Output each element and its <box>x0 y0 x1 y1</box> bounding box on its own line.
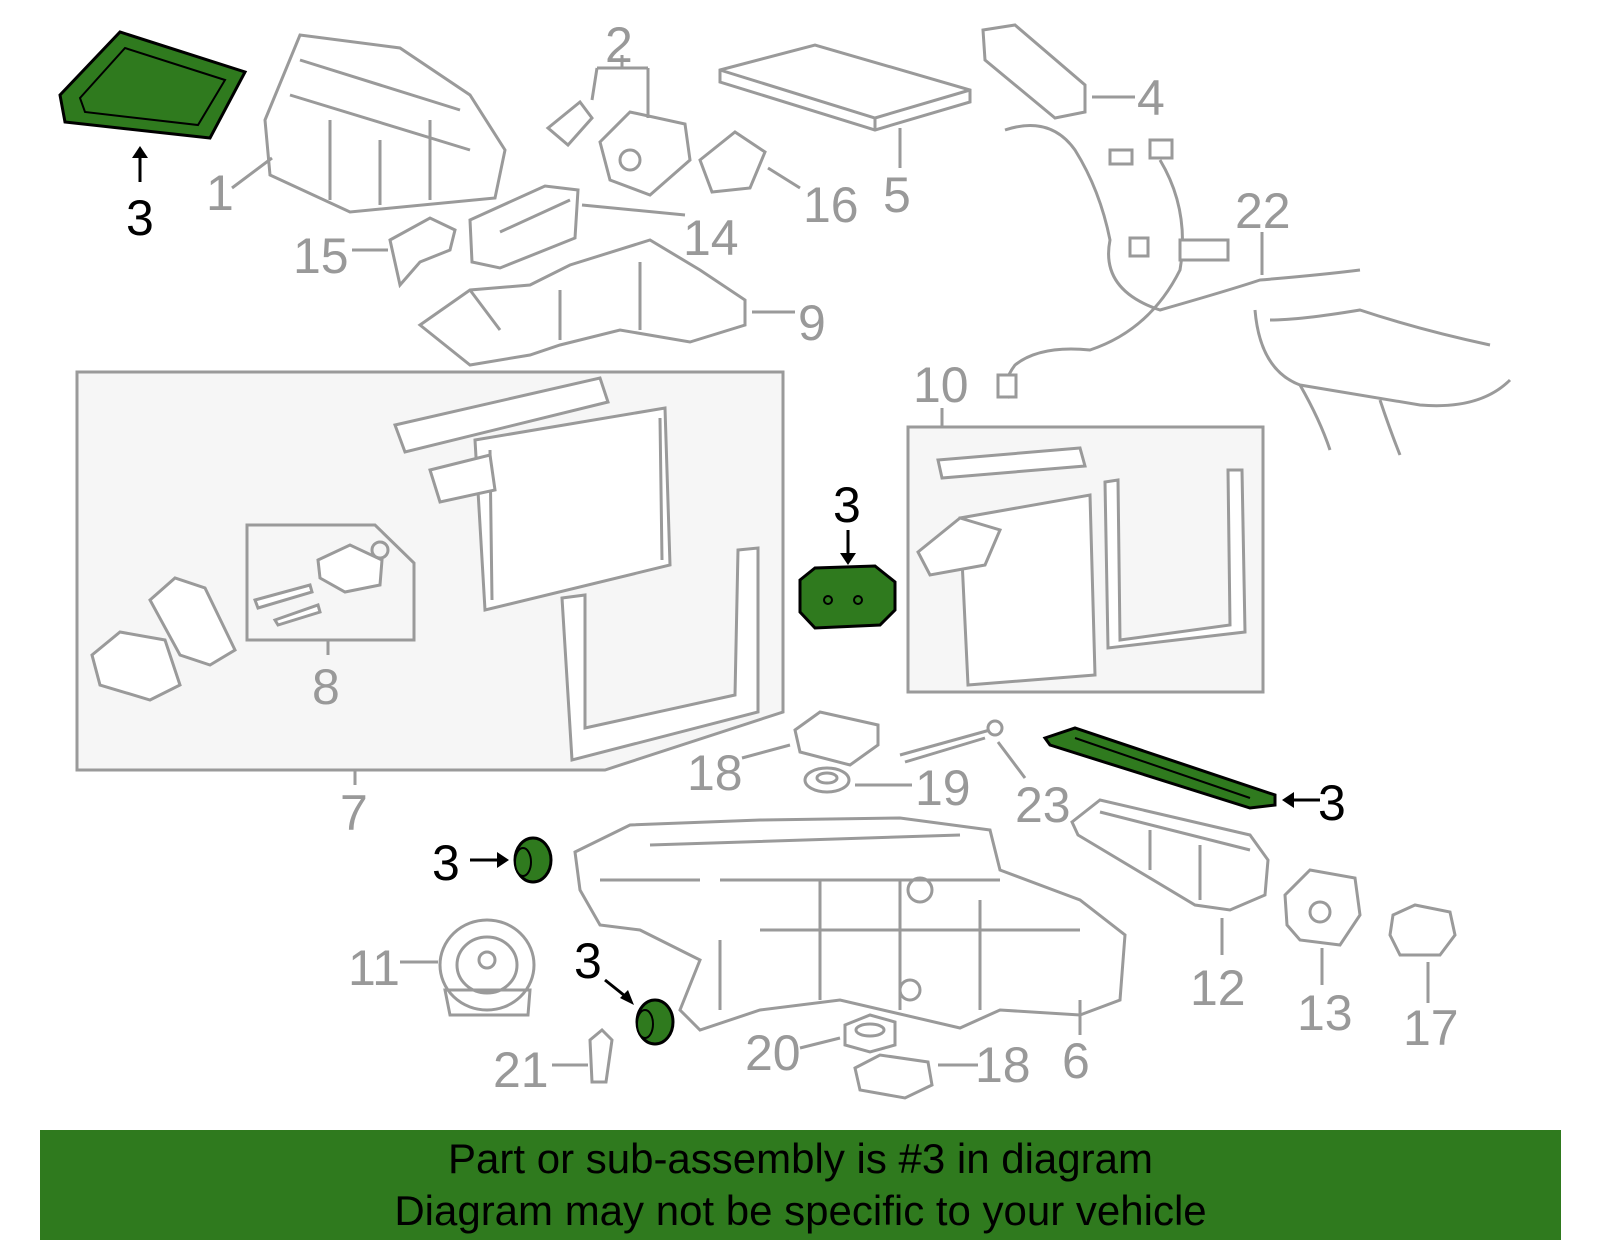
callout-22: 22 <box>1235 183 1291 239</box>
callout-3-e: 3 <box>574 933 602 989</box>
part-16-actuator[interactable] <box>698 130 801 194</box>
callout-18-a: 18 <box>687 745 743 801</box>
callout-21: 21 <box>493 1042 549 1098</box>
callout-3-a: 3 <box>126 190 154 246</box>
part-5-cabin-filter[interactable] <box>718 43 972 168</box>
callout-3-c: 3 <box>1318 775 1346 831</box>
callout-11: 11 <box>348 940 400 996</box>
part-4-module[interactable] <box>981 23 1135 120</box>
part-9-duct[interactable] <box>417 238 795 367</box>
part-21-drain-tube[interactable] <box>552 1027 614 1084</box>
part-3-long-gasket-highlighted[interactable] <box>1042 726 1320 810</box>
callout-13: 13 <box>1297 985 1353 1041</box>
part-13-actuator[interactable] <box>1283 868 1362 985</box>
box-10-heater-core-kit[interactable] <box>906 408 1265 694</box>
part-17-actuator[interactable] <box>1388 903 1457 1003</box>
part-22-wiring-harness[interactable] <box>996 124 1512 456</box>
callout-23: 23 <box>1015 777 1071 833</box>
part-14-control-module[interactable] <box>468 184 686 270</box>
part-1-hvac-upper-case[interactable] <box>231 33 507 214</box>
callout-16: 16 <box>803 177 859 233</box>
part-12-duct[interactable] <box>1070 798 1270 955</box>
part-15-clip[interactable] <box>352 216 457 289</box>
part-2-actuator-parts[interactable] <box>545 55 692 197</box>
callout-3-b: 3 <box>833 477 861 533</box>
part-18-actuator-lower[interactable] <box>853 1053 978 1100</box>
banner-line-2: Diagram may not be specific to your vehi… <box>394 1187 1207 1234</box>
callout-17: 17 <box>1403 1000 1459 1056</box>
part-3-bushing-upper-highlighted[interactable] <box>470 836 553 884</box>
callout-15: 15 <box>293 228 349 284</box>
part-11-blower-motor[interactable] <box>400 918 536 1017</box>
callout-5: 5 <box>883 167 911 223</box>
callout-10: 10 <box>913 357 969 413</box>
callout-2: 2 <box>605 17 633 73</box>
callout-6: 6 <box>1062 1033 1090 1089</box>
callout-3-d: 3 <box>432 835 460 891</box>
callout-9: 9 <box>798 295 826 351</box>
callout-8: 8 <box>312 659 340 715</box>
part-6-hvac-housing[interactable] <box>573 816 1127 1035</box>
part-3-bushing-lower-highlighted[interactable] <box>604 978 675 1046</box>
banner-line-1: Part or sub-assembly is #3 in diagram <box>448 1135 1153 1182</box>
callout-14: 14 <box>683 210 739 266</box>
box-7-evaporator-kit[interactable] <box>75 370 785 785</box>
callout-12: 12 <box>1190 960 1246 1016</box>
part-3-cover-highlighted[interactable] <box>58 30 248 182</box>
part-23-screw[interactable] <box>899 719 1027 779</box>
callout-19: 19 <box>915 760 971 816</box>
part-3-gasket-highlighted[interactable] <box>798 530 897 630</box>
callout-20: 20 <box>745 1025 801 1081</box>
callout-18-b: 18 <box>975 1037 1031 1093</box>
part-19-seal[interactable] <box>803 766 912 794</box>
part-20-seal[interactable] <box>799 1013 897 1054</box>
callout-1: 1 <box>206 165 234 221</box>
callout-4: 4 <box>1137 70 1165 126</box>
part-18-actuator-upper[interactable] <box>741 710 880 767</box>
info-banner: Part or sub-assembly is #3 in diagram Di… <box>40 1130 1561 1240</box>
callout-7: 7 <box>340 785 368 841</box>
